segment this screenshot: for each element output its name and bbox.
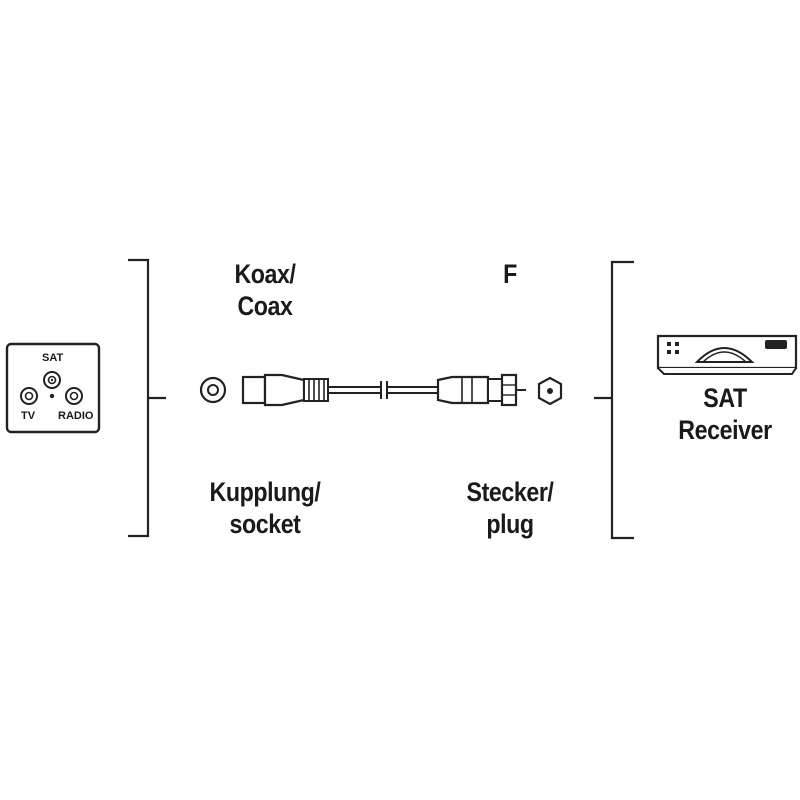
receiver-label-line2: Receiver [678,415,772,445]
right-bracket [594,260,634,540]
receiver-label-line1: SAT [703,383,747,413]
plug-label-line1: Stecker/ [466,477,554,507]
f-label: F [476,258,545,290]
receiver-icon [656,334,798,375]
left-bracket [128,258,166,538]
coax-label-line1: Koax/ [234,259,296,289]
coax-label: Koax/ Coax [209,258,321,322]
socket-label: Kupplung/ socket [192,476,338,540]
coax-label-line2: Coax [237,291,293,321]
coax-socket-connector [241,373,329,407]
wall-socket-tv-label: TV [21,410,36,422]
socket-label-line1: Kupplung/ [209,477,321,507]
coax-cable [328,381,438,399]
wall-socket-radio-label: RADIO [58,410,94,422]
f-label-text: F [503,259,517,289]
socket-end-icon [199,376,227,404]
wall-socket-icon [5,342,101,434]
f-plug-connector [436,373,526,407]
wall-socket-sat-label: SAT [42,352,64,364]
plug-label: Stecker/ plug [450,476,570,540]
plug-end-icon [537,376,563,406]
socket-label-line2: socket [229,509,301,539]
receiver-label: SAT Receiver [665,382,785,446]
plug-label-line2: plug [486,509,534,539]
